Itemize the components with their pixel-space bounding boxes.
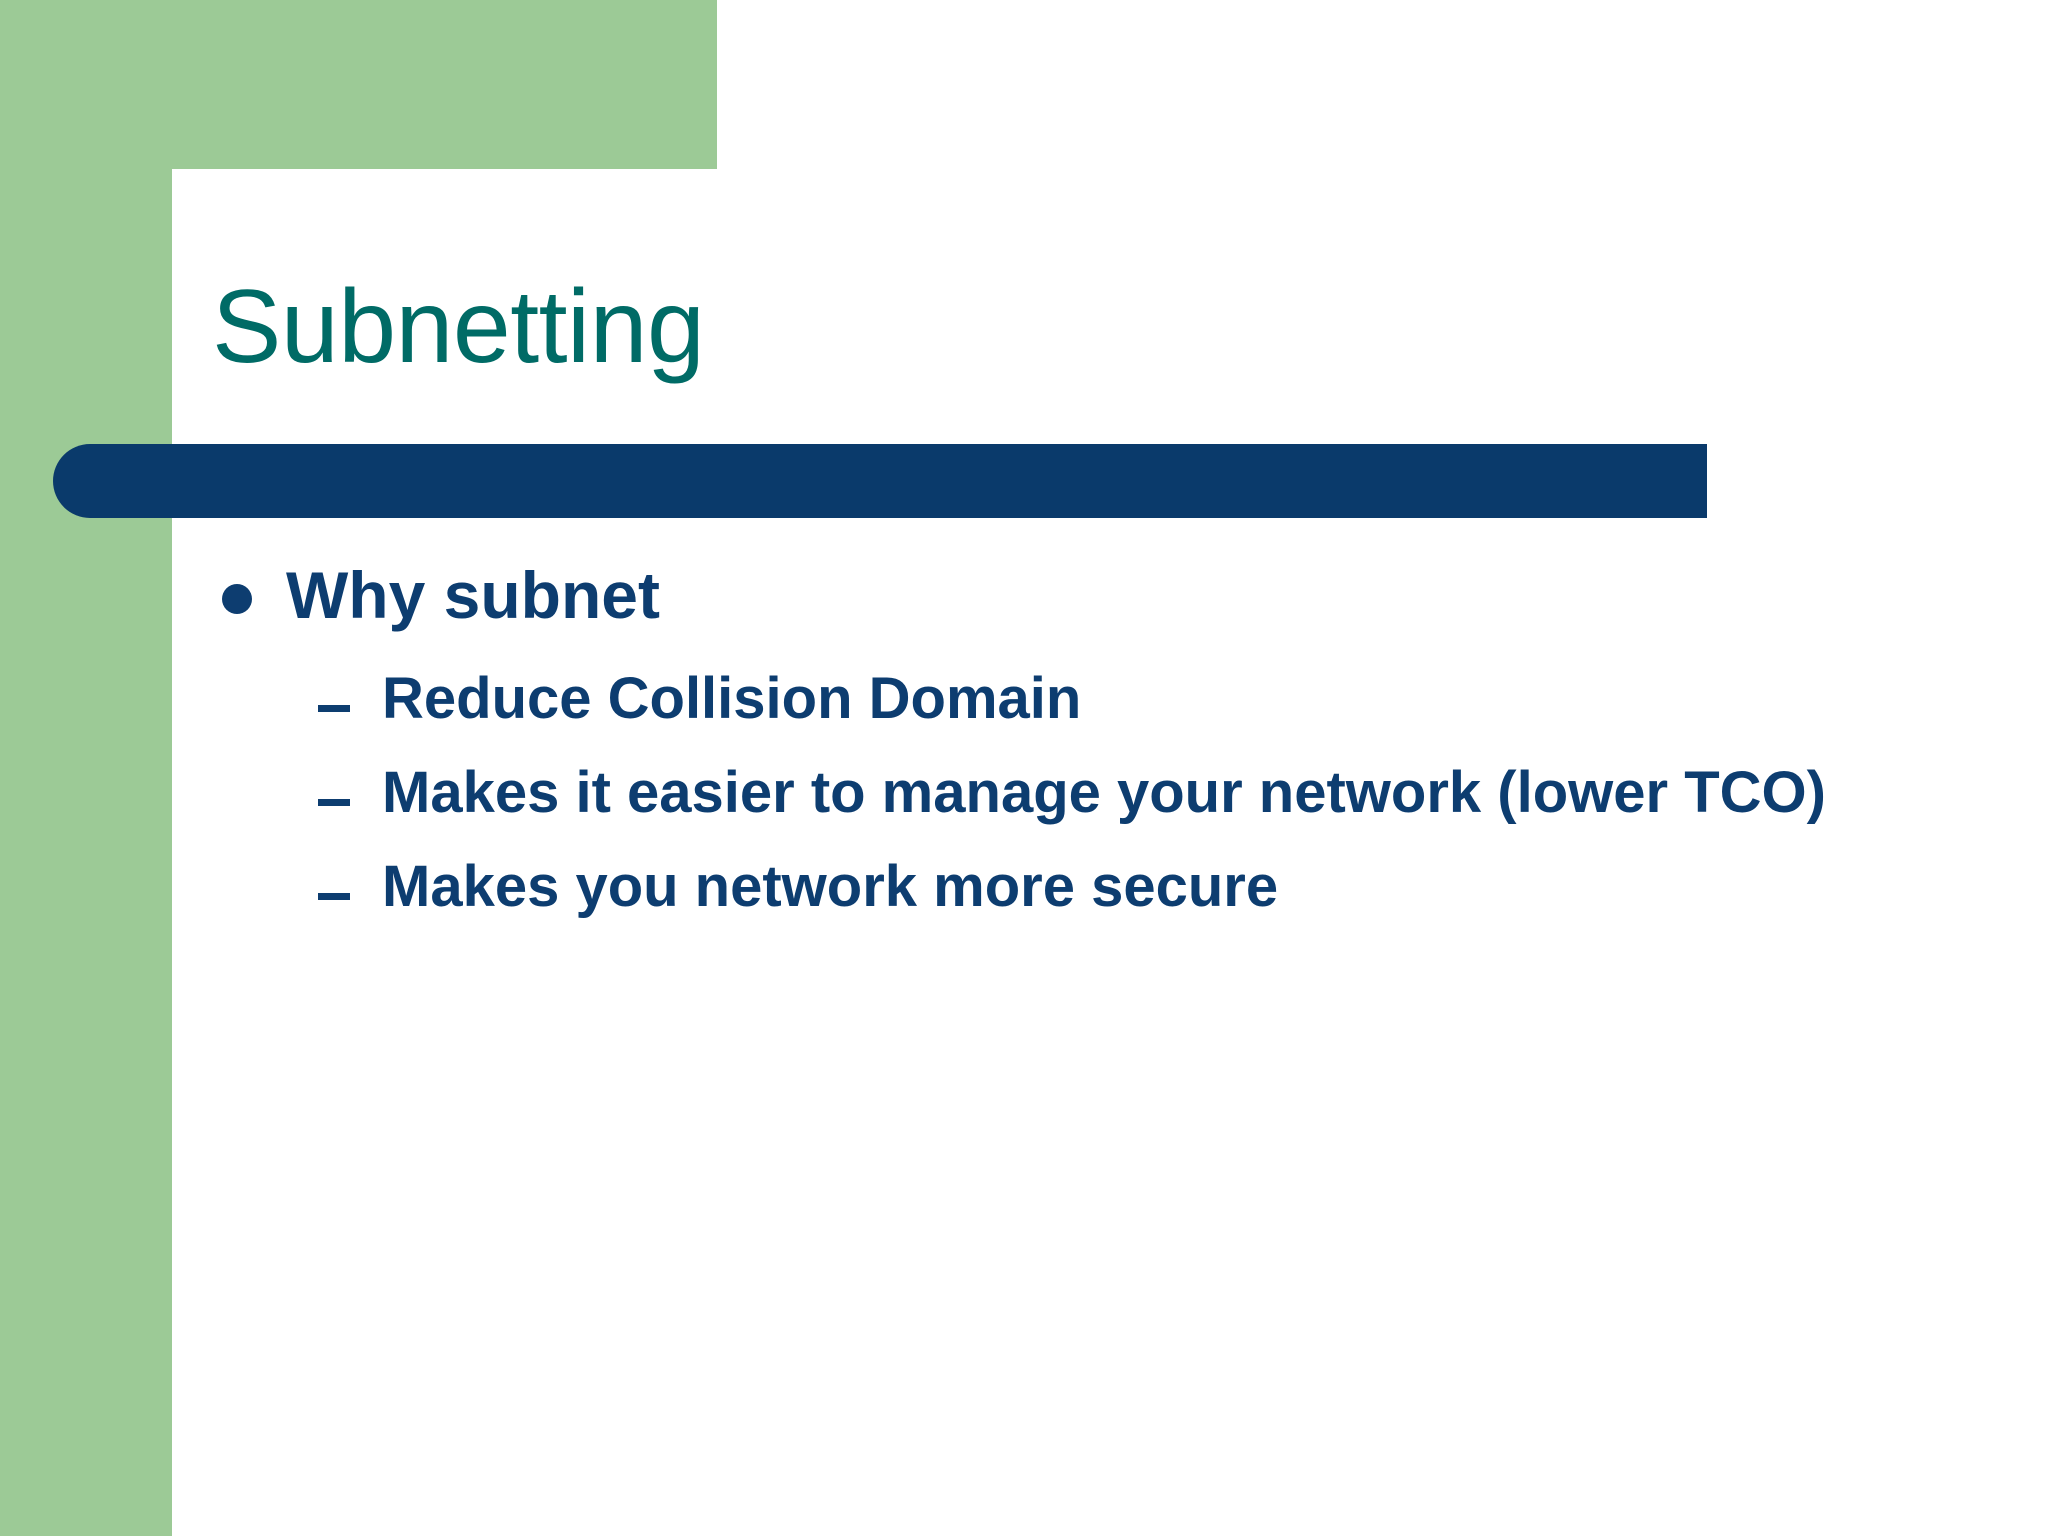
bullet-item-level2: Makes it easier to manage your network (… <box>0 757 2048 829</box>
bullet-level2-label: Makes it easier to manage your network (… <box>382 760 1826 826</box>
bullet-item-level2: Reduce Collision Domain <box>0 663 2048 735</box>
bullet-level1-label: Why subnet <box>286 558 660 632</box>
green-header-block-decoration <box>0 0 717 169</box>
bullet-level2-label: Reduce Collision Domain <box>382 666 1082 732</box>
dash-bullet-icon <box>318 893 350 900</box>
bullet-item-level1: Why subnet <box>0 556 2048 635</box>
bullet-item-level2: Makes you network more secure <box>0 851 2048 923</box>
dash-bullet-icon <box>318 799 350 807</box>
disc-bullet-icon <box>222 584 252 614</box>
bullet-level2-label: Makes you network more secure <box>382 854 1279 919</box>
white-content-panel <box>174 170 2048 1536</box>
dash-bullet-icon <box>318 705 350 713</box>
slide-body: Why subnet Reduce Collision Domain Makes… <box>0 556 2048 945</box>
slide-title: Subnetting <box>212 269 705 385</box>
green-sidebar-decoration <box>0 0 172 1536</box>
title-divider-bar <box>53 444 1707 518</box>
